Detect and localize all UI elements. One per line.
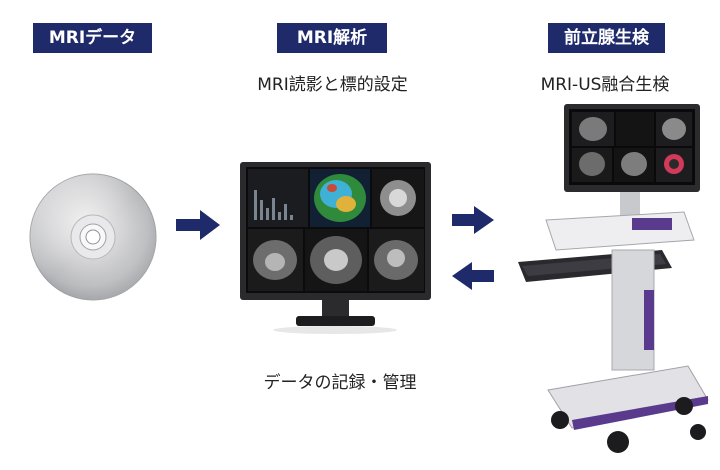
- mri-analysis-caption: MRI読影と標的設定: [257, 75, 408, 95]
- biopsy-caption: MRI-US融合生検: [540, 75, 670, 95]
- ultrasound-cart-icon: [512, 100, 714, 460]
- cd-disc-icon: [28, 172, 158, 302]
- arrow-right-icon: [176, 210, 220, 240]
- mri-analysis-label: MRI解析: [277, 23, 387, 53]
- workstation-monitor-icon: [238, 160, 433, 335]
- biopsy-label: 前立腺生検: [548, 23, 665, 53]
- data-management-caption: データの記録・管理: [263, 373, 417, 393]
- mri-data-label: MRIデータ: [33, 23, 152, 53]
- arrow-left-icon: [452, 262, 494, 290]
- arrow-right-icon: [452, 206, 494, 234]
